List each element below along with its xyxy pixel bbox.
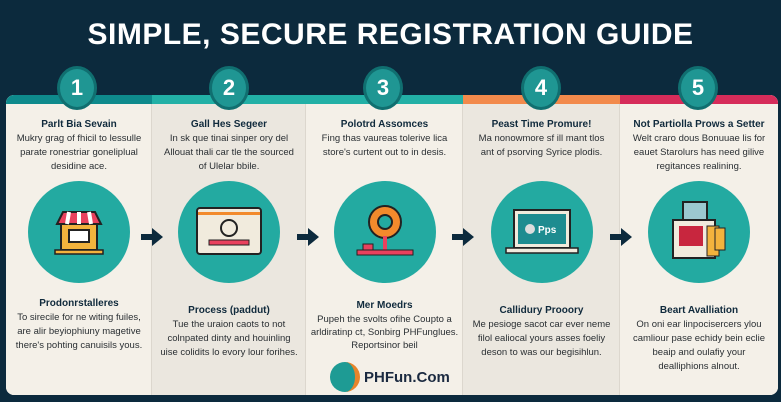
step-top-text: Welt craro dous Bonuuae lis for eauet St… [632, 133, 766, 172]
step-bottom-text: On oni ear linpocisercers ylou camliour … [632, 319, 766, 372]
step-bottom-heading: Beart Avalliation [659, 305, 739, 316]
gear-stand-icon [333, 181, 436, 283]
step-column-5: Not Partiolla Prows a Setter Welt craro … [620, 95, 778, 395]
laptop-screen-text: Pps [538, 225, 557, 236]
step-bottom-text: Me pesioge sacot car ever neme filol eal… [472, 319, 611, 358]
step-number-badge: 3 [363, 66, 403, 110]
column-divider [151, 104, 152, 395]
column-divider [619, 104, 620, 395]
step-top-text: Ma nonowmore sf ill mant tlos ant of pso… [478, 133, 605, 158]
step-column-2: Gall Hes Segeer In sk que tinai sinper o… [152, 95, 306, 395]
phfun-logo: PHFun.Com [330, 362, 450, 392]
arrow-right-icon [610, 228, 632, 246]
page-title: SIMPLE, SECURE REGISTRATION GUIDE [87, 18, 694, 51]
step-top-heading: Gall Hes Segeer [190, 119, 268, 130]
column-divider [462, 104, 463, 395]
browser-window-icon [178, 181, 280, 283]
step-column-4: Peast Time Promure! Ma nonowmore sf ill … [463, 95, 620, 395]
step-number-badge: 5 [678, 66, 718, 110]
bird-logo-icon [330, 362, 360, 392]
arrow-right-icon [297, 228, 319, 246]
step-bottom-heading: Prodonrstalleres [39, 298, 119, 309]
arrow-right-icon [452, 228, 474, 246]
step-bottom-text: Pupeh the svolts ofihe Coupto a arldirat… [310, 314, 459, 351]
steps-panel: Parlt Bia Sevain Mukry grag of fhicil to… [6, 95, 778, 395]
step-number-badge: 1 [57, 66, 97, 110]
storefront-icon [28, 181, 130, 283]
step-top-text: In sk que tinai sinper ory del Allouat t… [164, 133, 294, 172]
step-top-heading: Parlt Bia Sevain [41, 119, 117, 130]
step-number-badge: 4 [521, 66, 561, 110]
step-top-text: Mukry grag of fhicil to lessulle parate … [16, 133, 142, 172]
column-divider [305, 104, 306, 395]
step-bottom-heading: Callidury Prooory [499, 305, 584, 316]
step-top-heading: Peast Time Promure! [491, 119, 592, 130]
logo-text: PHFun.Com [364, 368, 450, 386]
step-bottom-text: To sirecile for ne witing fuiles, are al… [15, 312, 143, 351]
step-column-3: Polotrd Assomces Fing thas vaureas toler… [306, 95, 463, 395]
step-top-heading: Polotrd Assomces [340, 119, 429, 130]
documents-icon [648, 181, 750, 283]
step-top-text: Fing thas vaureas tolerive lica store's … [321, 133, 448, 158]
step-bottom-heading: Process (paddut) [188, 305, 270, 316]
step-top-heading: Not Partiolla Prows a Setter [633, 119, 765, 130]
step-number-badge: 2 [209, 66, 249, 110]
step-bottom-heading: Mer Moedrs [356, 300, 413, 311]
laptop-icon: Pps [490, 181, 593, 283]
step-column-1: Parlt Bia Sevain Mukry grag of fhicil to… [6, 95, 152, 395]
arrow-right-icon [141, 228, 163, 246]
step-bottom-text: Tue the uraion caots to not colnpated di… [160, 319, 298, 358]
